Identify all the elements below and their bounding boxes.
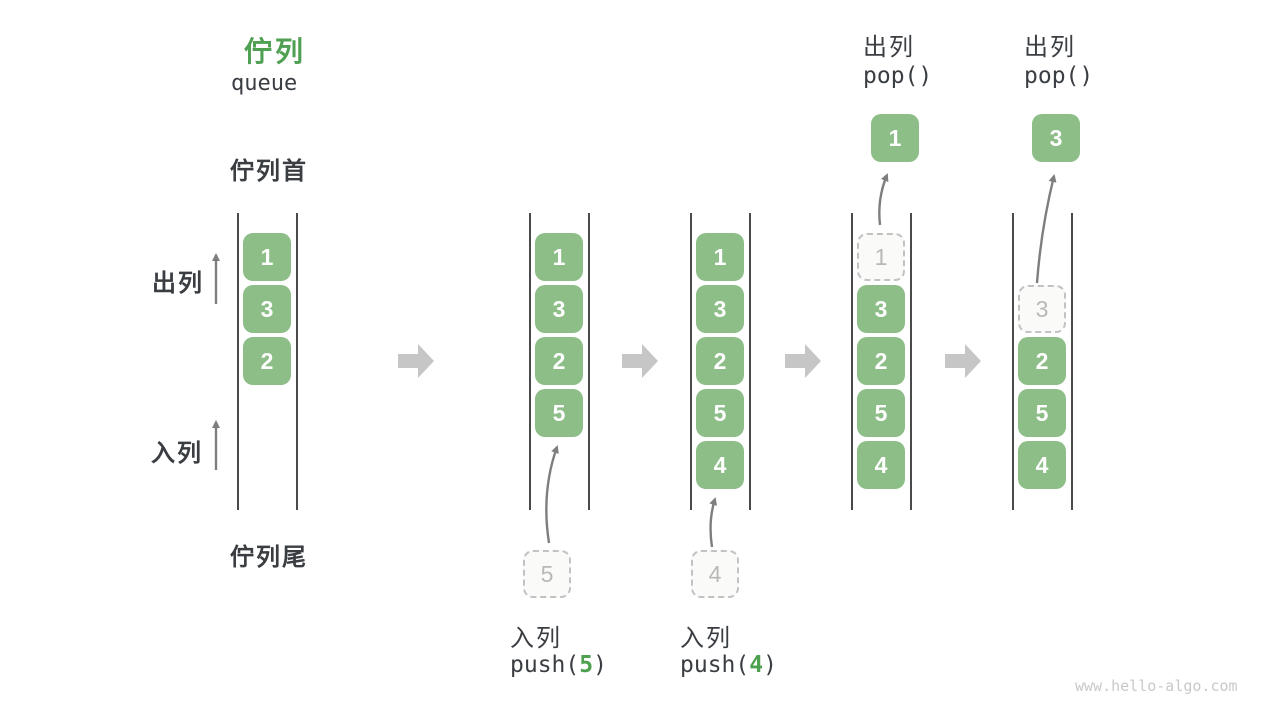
flow-arrow [709, 497, 717, 548]
queue-cell: 2 [535, 337, 583, 385]
push-op-label: 入列 [510, 625, 562, 652]
watermark: www.hello-algo.com [1075, 677, 1238, 695]
queue-wall-right [1071, 213, 1073, 510]
queue-cell: 3 [243, 285, 291, 333]
queue-cell: 3 [696, 285, 744, 333]
label-queue-front: 佇列首 [230, 158, 308, 185]
queue-wall-left [529, 213, 531, 510]
push-op-label: 入列 [680, 625, 732, 652]
pop-op-code: pop() [1024, 63, 1094, 89]
queue-cell: 5 [857, 389, 905, 437]
queue-cell: 5 [1018, 389, 1066, 437]
queue-cell: 2 [696, 337, 744, 385]
page-title: 佇列 [244, 36, 307, 67]
queue-wall-left [237, 213, 239, 510]
queue-cell: 4 [696, 441, 744, 489]
flow-arrow [878, 173, 889, 226]
queue-wall-right [296, 213, 298, 510]
state-transition-arrow [398, 344, 434, 378]
label-enqueue-direction: 入列 [151, 440, 203, 467]
state-transition-arrow [945, 344, 981, 378]
queue-wall-left [690, 213, 692, 510]
pop-op-code: pop() [863, 63, 933, 89]
queue-cell: 3 [535, 285, 583, 333]
queue-wall-right [588, 213, 590, 510]
queue-cell: 3 [857, 285, 905, 333]
queue-cell: 1 [243, 233, 291, 281]
queue-cell: 1 [696, 233, 744, 281]
state-transition-arrow [622, 344, 658, 378]
pop-op-label: 出列 [863, 34, 915, 61]
page-subtitle: queue [231, 71, 298, 96]
flow-arrow [545, 445, 559, 544]
dequeued-ghost-cell: 1 [857, 233, 905, 281]
queue-wall-left [851, 213, 853, 510]
label-queue-rear: 佇列尾 [230, 544, 308, 571]
queue-wall-left [1012, 213, 1014, 510]
queue-wall-right [749, 213, 751, 510]
queue-cell: 4 [1018, 441, 1066, 489]
queue-cell: 4 [857, 441, 905, 489]
label-dequeue-direction: 出列 [152, 270, 204, 297]
push-op-code: push(5) [510, 652, 607, 678]
popped-cell: 1 [871, 114, 919, 162]
queue-cell: 1 [535, 233, 583, 281]
queue-cell: 2 [1018, 337, 1066, 385]
incoming-ghost-cell: 4 [691, 550, 739, 598]
queue-cell: 2 [857, 337, 905, 385]
popped-cell: 3 [1032, 114, 1080, 162]
queue-cell: 2 [243, 337, 291, 385]
flow-arrow [1035, 174, 1057, 284]
queue-cell: 5 [535, 389, 583, 437]
pop-op-label: 出列 [1024, 34, 1076, 61]
push-op-code: push(4) [680, 652, 777, 678]
dequeued-ghost-cell: 3 [1018, 285, 1066, 333]
queue-cell: 5 [696, 389, 744, 437]
incoming-ghost-cell: 5 [523, 550, 571, 598]
queue-wall-right [910, 213, 912, 510]
state-transition-arrow [785, 344, 821, 378]
push-op-arg: 5 [579, 652, 594, 678]
push-op-arg: 4 [749, 652, 764, 678]
